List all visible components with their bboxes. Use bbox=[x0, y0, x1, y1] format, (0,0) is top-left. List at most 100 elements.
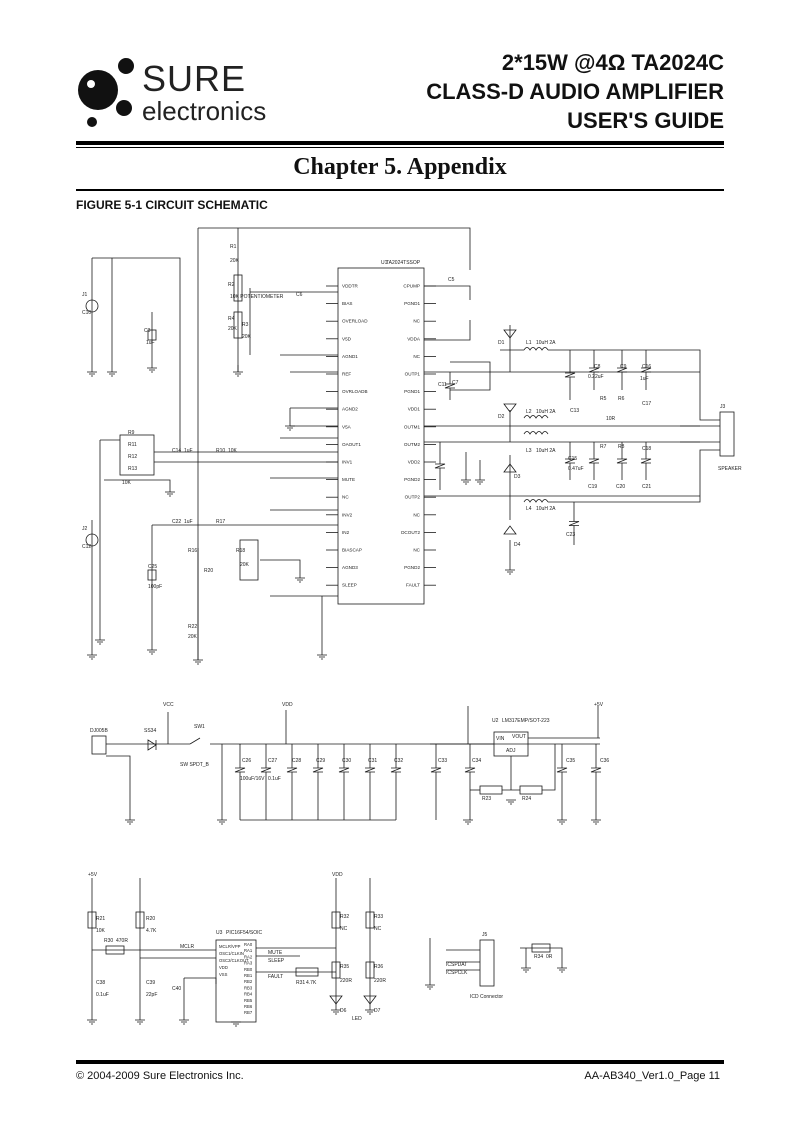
label-c33: C33 bbox=[438, 758, 447, 764]
ground-symbol bbox=[425, 984, 435, 990]
amp-left-pin-label: IN2 bbox=[342, 530, 350, 535]
ground-symbol bbox=[591, 819, 601, 825]
amp-right-pin-label: NC bbox=[413, 512, 420, 517]
label-u2-part: LM317EMP/SOT-223 bbox=[502, 718, 550, 724]
ground-symbol bbox=[135, 1019, 145, 1025]
label-c14: C14 bbox=[172, 448, 181, 454]
amp-left-pin-label: OVERLOAD bbox=[342, 319, 368, 324]
label-r23: R23 bbox=[482, 796, 491, 802]
amp-right-pin-label: NC bbox=[413, 354, 420, 359]
amp-right-pin-label: VDD2 bbox=[408, 460, 421, 465]
label-r22-val: 20K bbox=[188, 634, 198, 640]
ground-symbol bbox=[285, 425, 295, 431]
label-l3: L3 bbox=[526, 448, 532, 454]
label-r5: R5 bbox=[600, 396, 607, 402]
label-r1: R1 bbox=[230, 244, 237, 250]
footer-rule bbox=[76, 1060, 724, 1064]
label-r2: R2 bbox=[228, 282, 235, 288]
label-c22-val: 1uF bbox=[184, 519, 193, 525]
label-d4: D4 bbox=[514, 542, 521, 548]
output-capacitor bbox=[640, 350, 652, 390]
label-c31: C31 bbox=[368, 758, 377, 764]
amp-right-pin-label: PGND2 bbox=[404, 565, 420, 570]
ground-symbol bbox=[475, 479, 485, 485]
supply-capacitor bbox=[556, 744, 568, 820]
label-r7: R7 bbox=[600, 444, 607, 450]
label-r34: R34 bbox=[534, 954, 543, 960]
supply-capacitor bbox=[390, 744, 402, 820]
label-r13: R13 bbox=[128, 466, 137, 472]
amp-left-pin-label: MUTE bbox=[342, 477, 355, 482]
ground-symbol bbox=[557, 819, 567, 825]
output-capacitor bbox=[568, 502, 580, 545]
amp-right-pin-label: VDD1 bbox=[408, 407, 421, 412]
ground-symbol bbox=[557, 967, 567, 973]
figure-caption: FIGURE 5-1 CIRCUIT SCHEMATIC bbox=[76, 198, 268, 212]
label-vcc-1: VCC bbox=[163, 702, 174, 708]
mcu-left-pin-label: OSC2/CLKOUT bbox=[219, 958, 249, 963]
label-val-022: 0.22uF bbox=[588, 374, 604, 380]
header-rule-thin bbox=[76, 147, 724, 148]
label-r18: R18 bbox=[236, 548, 245, 554]
ground-symbol bbox=[107, 371, 117, 377]
supply-capacitor bbox=[364, 744, 376, 820]
mcu-right-pin-label: RA1 bbox=[244, 948, 253, 953]
amp-right-pin-label: CPUMP bbox=[403, 284, 420, 289]
label-r21-val: 10K bbox=[96, 928, 106, 934]
label-d7: D7 bbox=[374, 1008, 381, 1014]
output-capacitor bbox=[616, 442, 628, 480]
mcu-right-pin-label: RB1 bbox=[244, 973, 253, 978]
label-c36: C36 bbox=[600, 758, 609, 764]
ground-symbol bbox=[165, 491, 175, 497]
label-c19: C19 bbox=[588, 484, 597, 490]
label-j5: J5 bbox=[482, 932, 488, 938]
output-capacitor bbox=[588, 442, 600, 480]
label-r3-val: 20K bbox=[242, 334, 252, 340]
ground-symbol bbox=[317, 654, 327, 660]
label-c17: C17 bbox=[642, 401, 651, 407]
label-dj005b: DJ005B bbox=[90, 728, 108, 734]
supply-capacitor bbox=[338, 744, 350, 820]
label-r30: R30 bbox=[104, 938, 113, 944]
mcu-right-pin-label: RB3 bbox=[244, 985, 253, 990]
label-l3-val: 10uH 2A bbox=[536, 448, 556, 454]
label-c35: C35 bbox=[566, 758, 575, 764]
ground-symbol bbox=[231, 1021, 241, 1027]
amp-left-pin-label: BIAS bbox=[342, 301, 352, 306]
mcu-left-pin-label: VSS bbox=[219, 972, 228, 977]
label-c10: C10 bbox=[82, 310, 91, 316]
label-mcu-5v-1: +5V bbox=[88, 872, 98, 878]
label-c20: C20 bbox=[616, 484, 625, 490]
label-c3: C3 bbox=[144, 328, 151, 334]
label-c6: C6 bbox=[296, 292, 303, 298]
label-mcu-vdd-1: VDD bbox=[332, 872, 343, 878]
label-r9-val: 10K bbox=[122, 480, 132, 486]
label-c38: C38 bbox=[96, 980, 105, 986]
ground-symbol bbox=[147, 649, 157, 655]
label-r12: R12 bbox=[128, 454, 137, 460]
mcu-right-pin-label: RA3 bbox=[244, 961, 253, 966]
label-r33: R33 bbox=[374, 914, 383, 920]
label-c15: C15 bbox=[568, 456, 577, 462]
label-r16: R16 bbox=[188, 548, 197, 554]
label-c39: C39 bbox=[146, 980, 155, 986]
label-vdd-1: VDD bbox=[282, 702, 293, 708]
label-c3-val: 1uF bbox=[146, 340, 155, 346]
label-r21: R21 bbox=[96, 916, 105, 922]
amp-right-pin-label: PGND1 bbox=[404, 301, 420, 306]
label-r10: R10 bbox=[216, 448, 225, 454]
label-r4-val: 20K bbox=[228, 326, 238, 332]
amp-left-pin-label: V5A bbox=[342, 424, 352, 429]
amp-left-pin-label: AGND2 bbox=[342, 407, 358, 412]
amp-right-pin-label: PGND1 bbox=[404, 389, 420, 394]
label-c7: C7 bbox=[452, 380, 459, 386]
amp-left-pin-label: REF bbox=[342, 372, 351, 377]
label-icspclk: ICSPCLK bbox=[446, 970, 468, 976]
label-c9: C9 bbox=[620, 364, 627, 370]
ground-symbol bbox=[331, 1009, 341, 1015]
label-u2-vout: VOUT bbox=[512, 734, 526, 740]
label-r18-val: 20K bbox=[240, 562, 250, 568]
label-cap-val-01uf: 0.1uF bbox=[268, 776, 281, 782]
label-j1: J1 bbox=[82, 292, 88, 298]
label-c25-val: 100pF bbox=[148, 584, 162, 590]
